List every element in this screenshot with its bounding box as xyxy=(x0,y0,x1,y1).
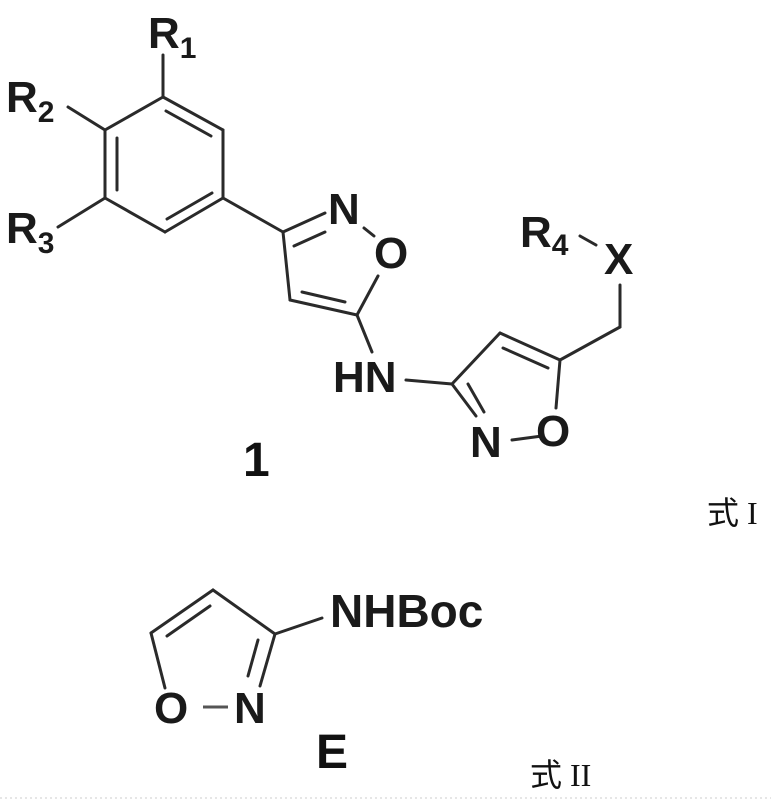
nh-isoxazole-b-bond xyxy=(404,378,454,386)
ring-e-oxygen: O xyxy=(154,684,188,733)
compound-1-label: 1 xyxy=(243,434,270,487)
amine-nh-label: HN xyxy=(333,353,397,402)
compound-1-structure: R1 R2 R3 N O HN xyxy=(6,9,633,487)
ring-e-nitrogen: N xyxy=(234,684,266,733)
x-label: X xyxy=(604,235,633,284)
r3-label: R3 xyxy=(6,204,54,260)
benzene-ring xyxy=(103,95,225,234)
r2-label: R2 xyxy=(6,73,54,129)
compound-e-structure: O N NHBoc E xyxy=(149,585,483,779)
r3-bond xyxy=(56,196,107,229)
isoxazole-ring-e: O N xyxy=(149,588,277,733)
isoxazole-b-oxygen: O xyxy=(536,407,570,456)
isoxazole-b-nitrogen: N xyxy=(470,418,502,467)
isoxazole-nh-bond xyxy=(355,313,374,354)
aryl-isoxazole-bond xyxy=(221,196,285,234)
isoxazole-a-nitrogen: N xyxy=(328,185,360,234)
r4-x-bond xyxy=(578,234,598,247)
isoxazole-ring-b: N O xyxy=(450,331,570,467)
compound-e-label: E xyxy=(316,726,348,779)
nhboc-label: NHBoc xyxy=(330,585,483,637)
r2-bond xyxy=(66,105,107,132)
ring-ch2-bond xyxy=(558,325,622,362)
r4-label: R4 xyxy=(520,208,569,262)
formula-ii-tag: 式 II xyxy=(530,757,591,793)
r1-label: R1 xyxy=(148,9,196,65)
isoxazole-a-oxygen: O xyxy=(374,229,408,278)
isoxazole-ring-a: N O xyxy=(281,185,408,317)
ring-nhboc-bond xyxy=(273,616,324,636)
formula-i-tag: 式 I xyxy=(707,495,758,531)
